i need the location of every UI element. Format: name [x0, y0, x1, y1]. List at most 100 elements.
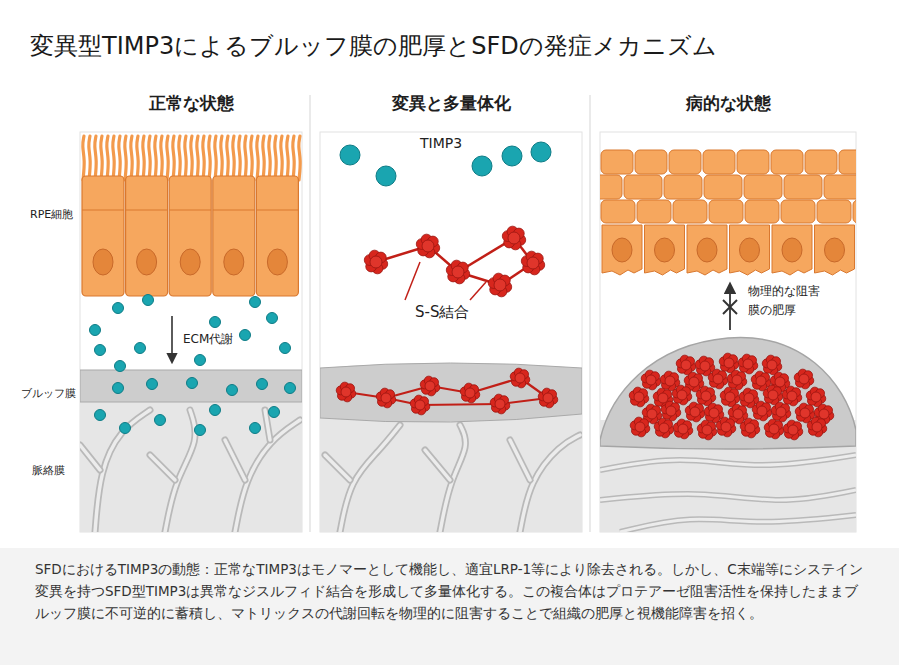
multimer-core — [768, 390, 778, 400]
multimer-core — [415, 400, 425, 410]
vessel-lumen — [80, 445, 100, 470]
timp3-monomer — [340, 145, 360, 165]
flattened-rpe-cell — [703, 150, 735, 174]
multimer-core — [381, 393, 391, 403]
vessel-lumen — [425, 450, 450, 480]
microvillus — [221, 136, 222, 180]
cell-boundary — [256, 210, 298, 211]
nucleus — [93, 249, 113, 275]
flattened-rpe-cell — [824, 175, 856, 199]
multimer-core — [709, 408, 719, 418]
nucleus — [782, 238, 802, 262]
bruch-membrane — [320, 363, 582, 422]
timp3-monomer — [210, 317, 221, 328]
multimer-core — [812, 422, 822, 432]
timp3-multimer — [538, 388, 558, 408]
part-label: 膜の肥厚 — [746, 302, 798, 319]
multimer-core — [799, 374, 809, 384]
timp3-multimer — [420, 376, 440, 396]
microvillus — [83, 136, 84, 180]
panel-heading: 変異と多量体化 — [320, 92, 582, 115]
flattened-rpe-cell — [737, 150, 769, 174]
multimer-core — [788, 425, 798, 435]
multimer-core — [659, 423, 669, 433]
timp3-monomer — [113, 383, 124, 394]
bruch-membrane — [80, 370, 302, 402]
microvillus — [257, 136, 258, 180]
timp3-multimer — [738, 354, 758, 374]
microvillus — [185, 136, 186, 180]
multimer-core — [678, 424, 688, 434]
microvillus — [281, 136, 282, 180]
flattened-rpe-cell — [805, 150, 837, 174]
part-label: TIMP3 — [418, 135, 464, 151]
microvillus — [263, 136, 264, 180]
microvillus — [269, 136, 270, 180]
timp3-multimer — [807, 417, 827, 437]
timp3-monomer — [250, 423, 261, 434]
flattened-rpe-cell — [673, 200, 707, 223]
multimer-core — [495, 399, 505, 409]
multimer-core — [757, 406, 767, 416]
panel-frame — [320, 132, 582, 532]
nucleus — [137, 249, 157, 275]
microvillus — [275, 136, 276, 180]
microvillus — [167, 136, 168, 180]
cell-boundary — [169, 210, 211, 211]
microvillus — [293, 136, 294, 180]
vessel-wall — [510, 440, 530, 480]
timp3-monomer — [90, 325, 101, 336]
multimer-core — [733, 409, 743, 419]
microvillus — [119, 136, 120, 180]
timp3-multimer — [641, 370, 661, 390]
flattened-rpe-cell — [781, 200, 815, 223]
multimer-core — [743, 359, 753, 369]
block-mark — [723, 300, 737, 314]
rpe-cell — [772, 225, 812, 275]
rpe-cell — [687, 225, 727, 275]
timp3-monomer — [113, 303, 124, 314]
timp3-monomer — [143, 295, 154, 306]
flattened-rpe-cell — [669, 150, 701, 174]
vessel-wall — [620, 515, 856, 532]
multimer-core — [647, 409, 657, 419]
disulfide-bond — [458, 238, 514, 272]
multimer-core — [494, 279, 506, 291]
multimer-core — [744, 393, 754, 403]
timp3-monomer — [502, 146, 522, 166]
multimer-core — [787, 391, 797, 401]
multimer-core — [341, 387, 351, 397]
multimer-core — [690, 407, 700, 417]
multimer-core — [775, 377, 785, 387]
timp3-multimer — [502, 226, 525, 250]
multimer-core — [767, 360, 777, 370]
multimer-core — [721, 422, 731, 432]
multimer-core — [724, 358, 734, 368]
rpe-cell — [730, 225, 770, 275]
timp3-multimer — [446, 260, 469, 284]
vessel-wall — [225, 440, 245, 480]
multimer-core — [681, 360, 691, 370]
microvillus — [89, 136, 90, 180]
microvillus — [197, 136, 198, 180]
rpe-cell — [82, 176, 124, 296]
multimer-core — [700, 361, 710, 371]
multimer-core — [776, 407, 786, 417]
block-mark — [723, 300, 737, 314]
timp3-multimer — [416, 234, 439, 258]
flattened-rpe-cell — [664, 175, 702, 199]
vessel-wall — [600, 490, 856, 500]
multimer-core — [702, 425, 712, 435]
vessel-lumen — [325, 455, 350, 480]
timp3-multimer — [364, 250, 387, 274]
timp3-multimer — [521, 251, 544, 275]
multimer-core — [646, 375, 656, 385]
microvillus — [95, 136, 96, 180]
disulfide-bond — [420, 404, 500, 405]
microvillus — [287, 136, 288, 180]
multimer-core — [543, 393, 553, 403]
cell-boundary — [126, 210, 168, 211]
rpe-cell — [256, 176, 298, 296]
vessel-wall — [520, 435, 580, 532]
vessel-lumen — [225, 440, 245, 480]
